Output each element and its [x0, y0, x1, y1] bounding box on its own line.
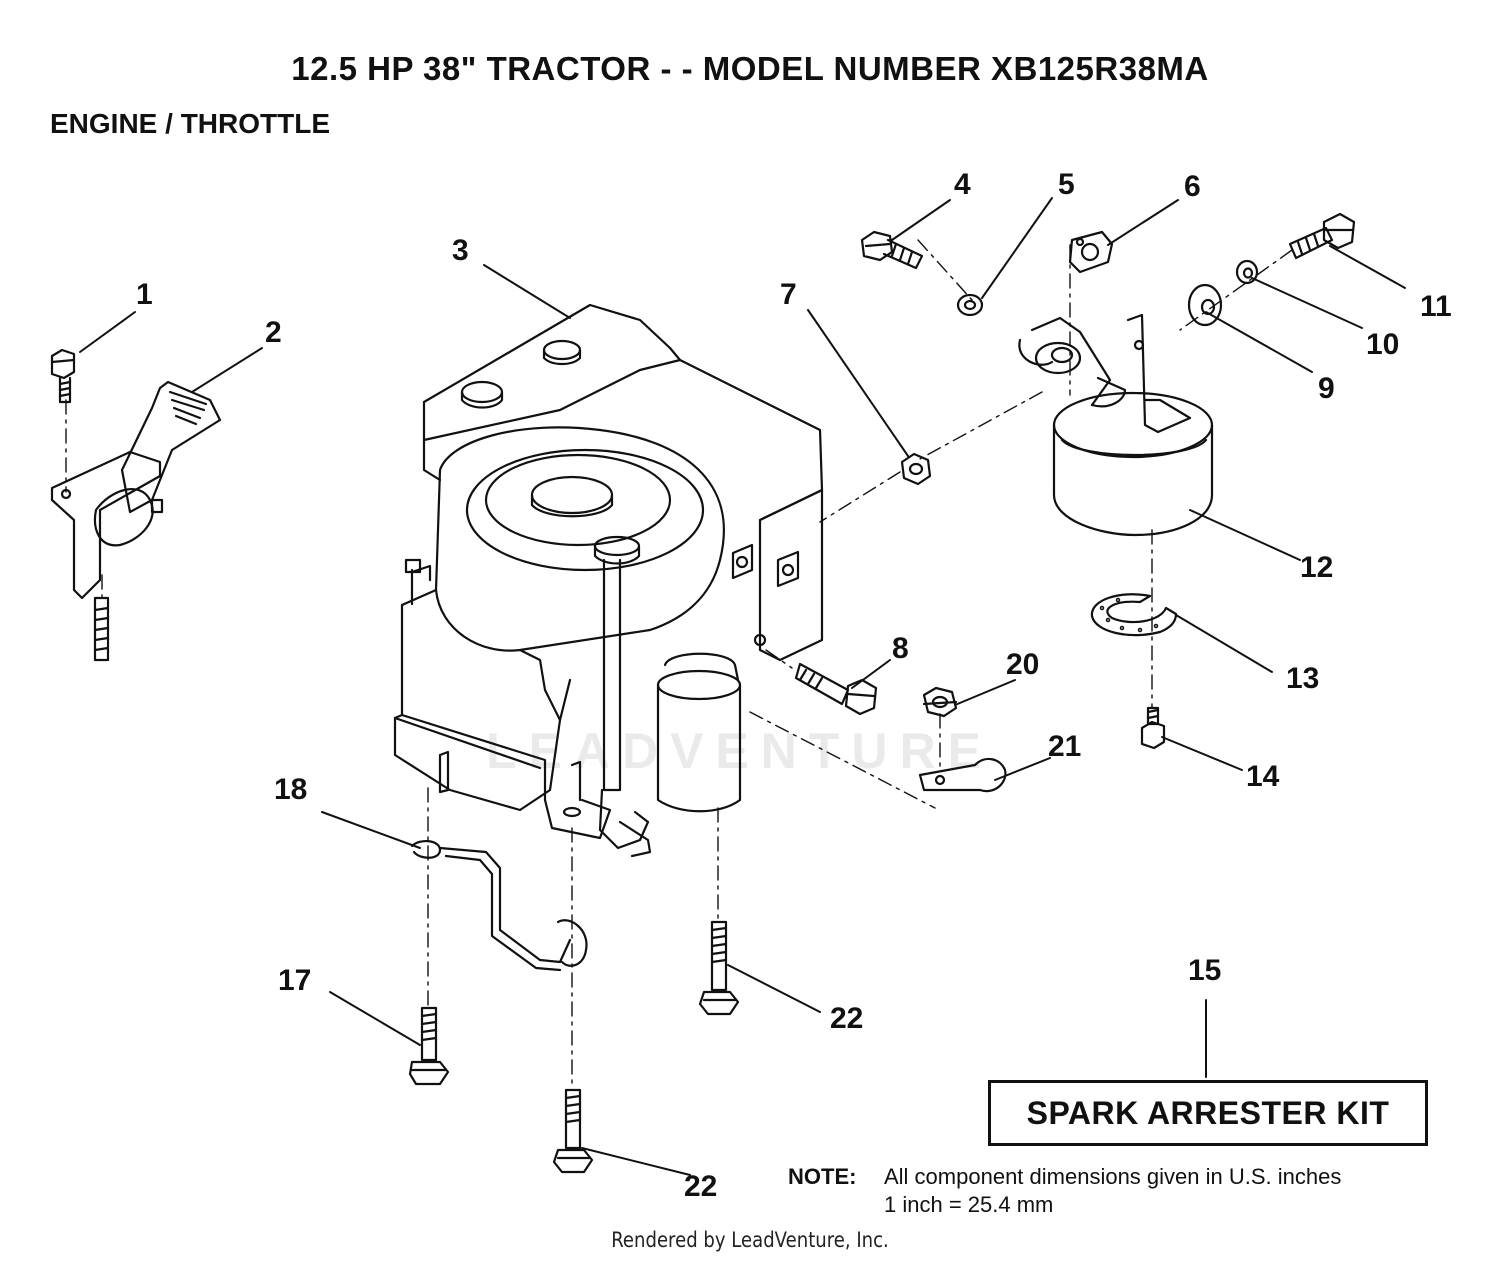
watermark: LEADVENTURE: [486, 723, 994, 779]
callout-10: 10: [1366, 328, 1400, 361]
part-4-bolt: [860, 230, 924, 270]
part-14-bolt: [1140, 706, 1166, 750]
part-22-bolt-b: [552, 1088, 594, 1174]
callout-3: 3: [452, 234, 469, 267]
callout-7: 7: [780, 278, 797, 311]
section-title: ENGINE / THROTTLE: [50, 108, 330, 139]
part-17-bolt: [408, 1006, 450, 1086]
part-22-bolt-a: [698, 920, 740, 1016]
part-12-muffler: [1018, 313, 1214, 537]
callout-22-right: 22: [830, 1002, 864, 1035]
callout-17: 17: [278, 964, 312, 997]
part-2-throttle-control: [50, 380, 222, 662]
note-line-2: 1 inch = 25.4 mm: [884, 1192, 1054, 1217]
note-line-1: All component dimensions given in U.S. i…: [884, 1164, 1342, 1189]
callout-6: 6: [1184, 170, 1201, 203]
callout-15: 15: [1188, 954, 1222, 987]
spark-arrester-kit-box: SPARK ARRESTER KIT: [988, 1080, 1428, 1146]
note-label: NOTE:: [788, 1164, 857, 1189]
callout-14: 14: [1246, 760, 1280, 793]
part-9-washer: [1187, 283, 1223, 327]
callout-13: 13: [1286, 662, 1320, 695]
callout-11: 11: [1420, 290, 1452, 323]
part-5-washer: [956, 293, 984, 317]
callout-9: 9: [1318, 372, 1335, 405]
callout-4: 4: [954, 168, 971, 201]
callout-18: 18: [274, 773, 308, 806]
part-18-link: [410, 840, 588, 972]
part-6-gasket: [1068, 230, 1114, 274]
callout-22-bottom: 22: [684, 1170, 718, 1203]
diagram-title: 12.5 HP 38" TRACTOR - - MODEL NUMBER XB1…: [291, 50, 1209, 87]
callout-5: 5: [1058, 168, 1075, 201]
spark-arrester-kit-label: SPARK ARRESTER KIT: [1026, 1094, 1390, 1131]
part-8-bolt: [794, 662, 878, 716]
rendered-by-footer: Rendered by LeadVenture, Inc.: [611, 1228, 889, 1252]
callout-8: 8: [892, 632, 909, 665]
callout-21: 21: [1048, 730, 1082, 763]
part-1-bolt: [50, 348, 76, 404]
callout-20: 20: [1006, 648, 1040, 681]
part-3-engine: [393, 303, 824, 858]
callout-1: 1: [136, 278, 153, 311]
assembly-centerlines: [65, 239, 1293, 1086]
part-21-clamp: [918, 757, 1007, 793]
callout-2: 2: [265, 316, 282, 349]
part-7-nut: [900, 452, 932, 486]
part-11-bolt: [1288, 212, 1356, 260]
part-13-screen: [1090, 593, 1178, 637]
part-20-nut: [922, 686, 958, 718]
part-10-washer: [1235, 259, 1259, 285]
leader-lines: [79, 197, 1406, 1176]
callout-12: 12: [1300, 551, 1334, 584]
